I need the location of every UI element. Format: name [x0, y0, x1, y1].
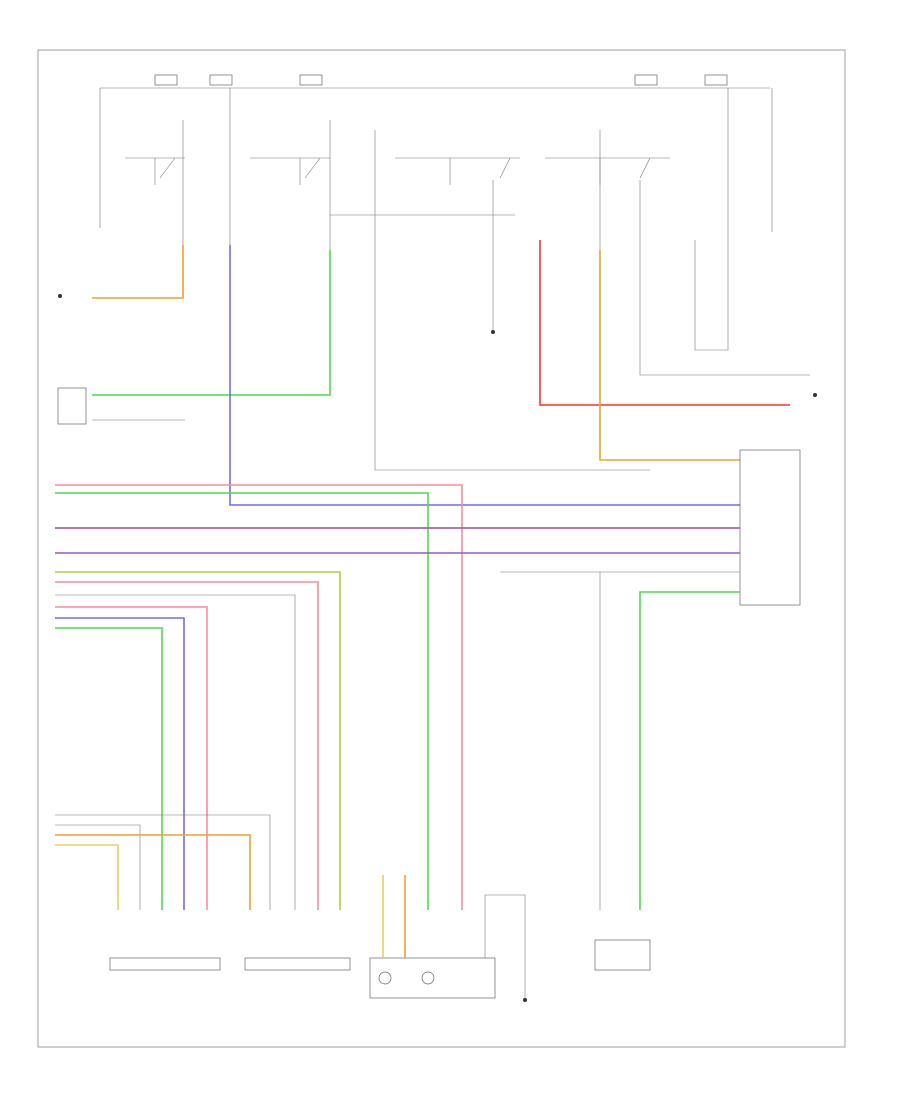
wire-gray-long	[374, 250, 650, 471]
wire-yellow-low	[55, 844, 119, 910]
component-c-dial-1	[378, 971, 392, 985]
wire-green-left	[55, 627, 163, 910]
fuse-5	[704, 74, 728, 86]
control-module	[739, 449, 801, 606]
wire-pink-left-2	[55, 606, 208, 910]
fuse-1	[154, 74, 178, 86]
relay-1	[125, 157, 185, 185]
wire-green-2	[55, 492, 429, 910]
wire-orange-upper	[92, 245, 184, 299]
wire-orange-right	[599, 250, 740, 461]
wire-gray-c	[484, 894, 526, 998]
diagram-frame	[37, 49, 846, 1048]
wire-top-9	[694, 240, 729, 351]
component-a	[109, 957, 221, 971]
ground-1	[58, 294, 62, 298]
fuse-group	[154, 74, 728, 86]
wire-gray-left	[55, 594, 296, 910]
wire-green-upper	[92, 250, 331, 396]
wire-orange-low	[55, 834, 251, 910]
fuse-3	[299, 74, 323, 86]
wire-gray-low-1	[55, 814, 271, 910]
relay-4	[545, 157, 670, 185]
component-d	[594, 939, 651, 971]
ground-2	[491, 330, 495, 334]
wire-gray-right	[639, 250, 810, 376]
relay-3	[395, 157, 520, 185]
compressor-box	[57, 387, 87, 425]
relay-2	[250, 157, 330, 185]
wire-blue-long	[229, 245, 740, 506]
wire-green-7	[639, 591, 740, 910]
fuse-4	[634, 74, 658, 86]
wire-yg-left	[55, 571, 341, 910]
fuse-2	[209, 74, 233, 86]
wire-pink-left-1	[55, 581, 319, 910]
component-c-dial-2	[421, 971, 435, 985]
wire-blue-left	[55, 617, 185, 910]
wire-gray-low-2	[55, 824, 141, 910]
ground-4	[523, 998, 527, 1002]
relay-group	[125, 157, 670, 216]
bottom-components	[109, 939, 651, 999]
component-b	[244, 957, 351, 971]
ground-3	[813, 393, 817, 397]
wire-red-top	[539, 240, 790, 406]
wire-pink-1	[55, 484, 463, 910]
